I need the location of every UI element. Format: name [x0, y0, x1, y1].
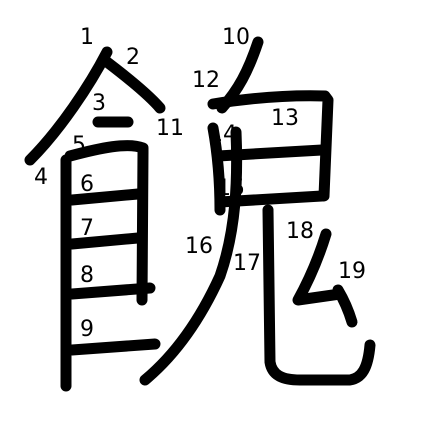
stroke-number-9: 9	[80, 317, 94, 342]
stroke-number-2: 2	[126, 45, 140, 70]
stroke-number-3: 3	[92, 91, 106, 116]
stroke-number-15: 15	[217, 176, 245, 201]
stroke-15	[139, 126, 243, 386]
stroke-number-6: 6	[80, 172, 94, 197]
stroke-number-1: 1	[80, 25, 94, 50]
stroke-2	[101, 56, 166, 114]
stroke-9	[66, 338, 161, 356]
stroke-number-11: 11	[156, 116, 184, 141]
stroke-number-5: 5	[72, 133, 86, 158]
stroke-number-7: 7	[80, 216, 94, 241]
stroke-number-4: 4	[34, 165, 48, 190]
stroke-number-19: 19	[338, 259, 366, 284]
stroke-number-10: 10	[222, 25, 250, 50]
stroke-6	[66, 188, 144, 206]
stroke-number-17: 17	[233, 251, 261, 276]
stroke-7	[66, 232, 144, 250]
stroke-8	[66, 282, 156, 300]
stroke-number-14: 14	[209, 122, 237, 147]
stroke-number-18: 18	[286, 219, 314, 244]
stroke-17	[292, 228, 346, 306]
stroke-12	[207, 90, 334, 202]
stroke-number-16: 16	[185, 234, 213, 259]
stroke-18	[332, 284, 358, 328]
stroke-16	[262, 204, 376, 386]
stroke-number-8: 8	[80, 263, 94, 288]
stroke-number-13: 13	[271, 106, 299, 131]
stroke-5	[64, 140, 149, 306]
stroke-1	[24, 46, 113, 166]
stroke-number-12: 12	[192, 68, 220, 93]
